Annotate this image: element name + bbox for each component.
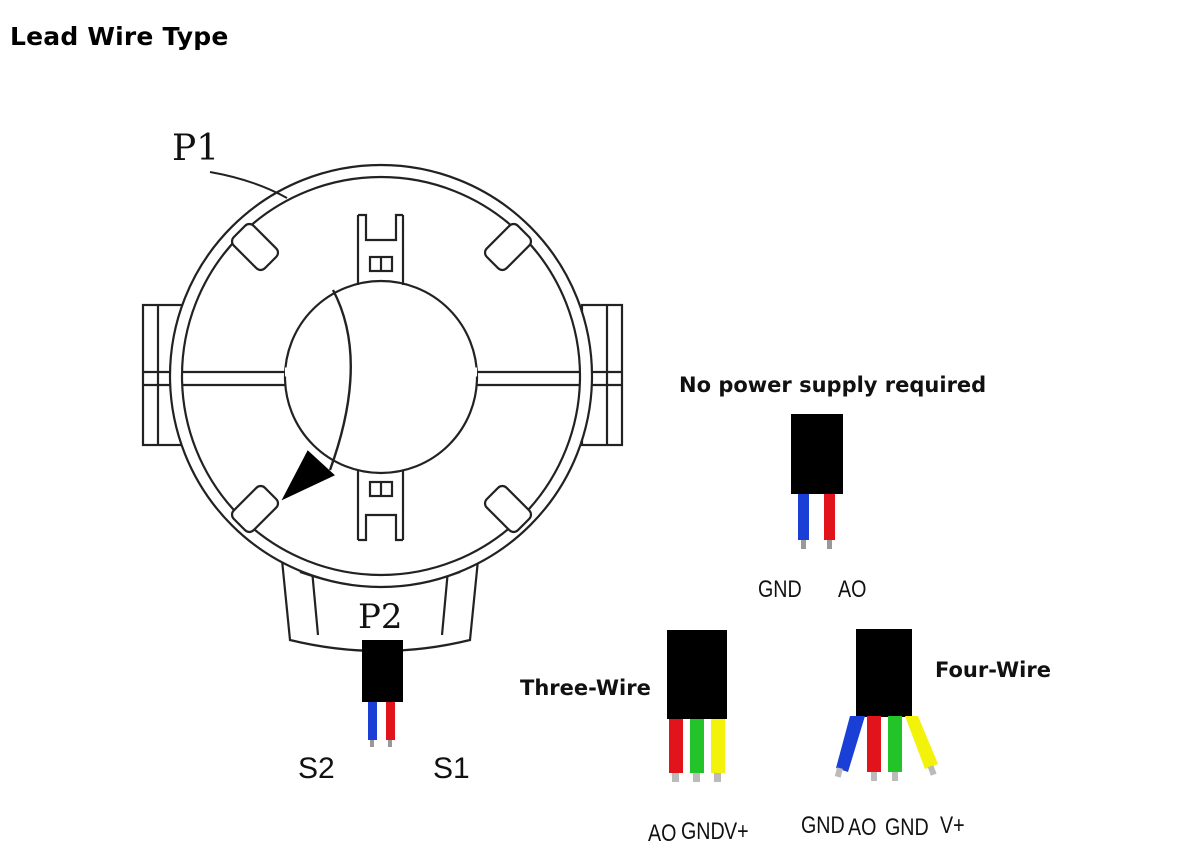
- three-wire-gnd-label: GND: [681, 818, 725, 845]
- p1-leader-line: [209, 171, 288, 199]
- three-wire-caption: Three-Wire: [520, 676, 651, 700]
- four-wire-gnd-label-2: GND: [885, 814, 929, 841]
- three-wire-vplus-label: V+: [724, 818, 749, 845]
- two-wire-ao-label: AO: [838, 576, 867, 603]
- s2-label: S2: [298, 752, 335, 785]
- p1-label: P1: [172, 128, 220, 169]
- current-direction-arrow: [328, 289, 352, 471]
- outer-ring-inner-edge: [180, 175, 582, 577]
- page-title: Lead Wire Type: [10, 22, 229, 51]
- top-latch: [356, 213, 405, 285]
- two-wire-gnd-label: GND: [758, 576, 802, 603]
- four-wire-cable: [834, 629, 938, 781]
- two-wire-caption: No power supply required: [679, 373, 987, 397]
- four-wire-gnd-label-1: GND: [801, 812, 845, 839]
- ct-output-cable: [362, 640, 403, 747]
- four-wire-caption: Four-Wire: [935, 658, 1051, 682]
- arrow-head-icon: [281, 450, 335, 501]
- bottom-latch: [356, 470, 405, 542]
- current-transformer: [141, 163, 624, 653]
- inner-aperture: [283, 279, 479, 475]
- two-wire-cable: [791, 414, 843, 549]
- four-wire-vplus-label: V+: [940, 812, 965, 839]
- three-wire-cable: [667, 630, 727, 782]
- four-wire-ao-label: AO: [848, 814, 877, 841]
- ring-notches: [230, 222, 533, 534]
- s1-label: S1: [433, 752, 470, 785]
- p2-label: P2: [358, 597, 403, 637]
- three-wire-ao-label: AO: [648, 820, 677, 847]
